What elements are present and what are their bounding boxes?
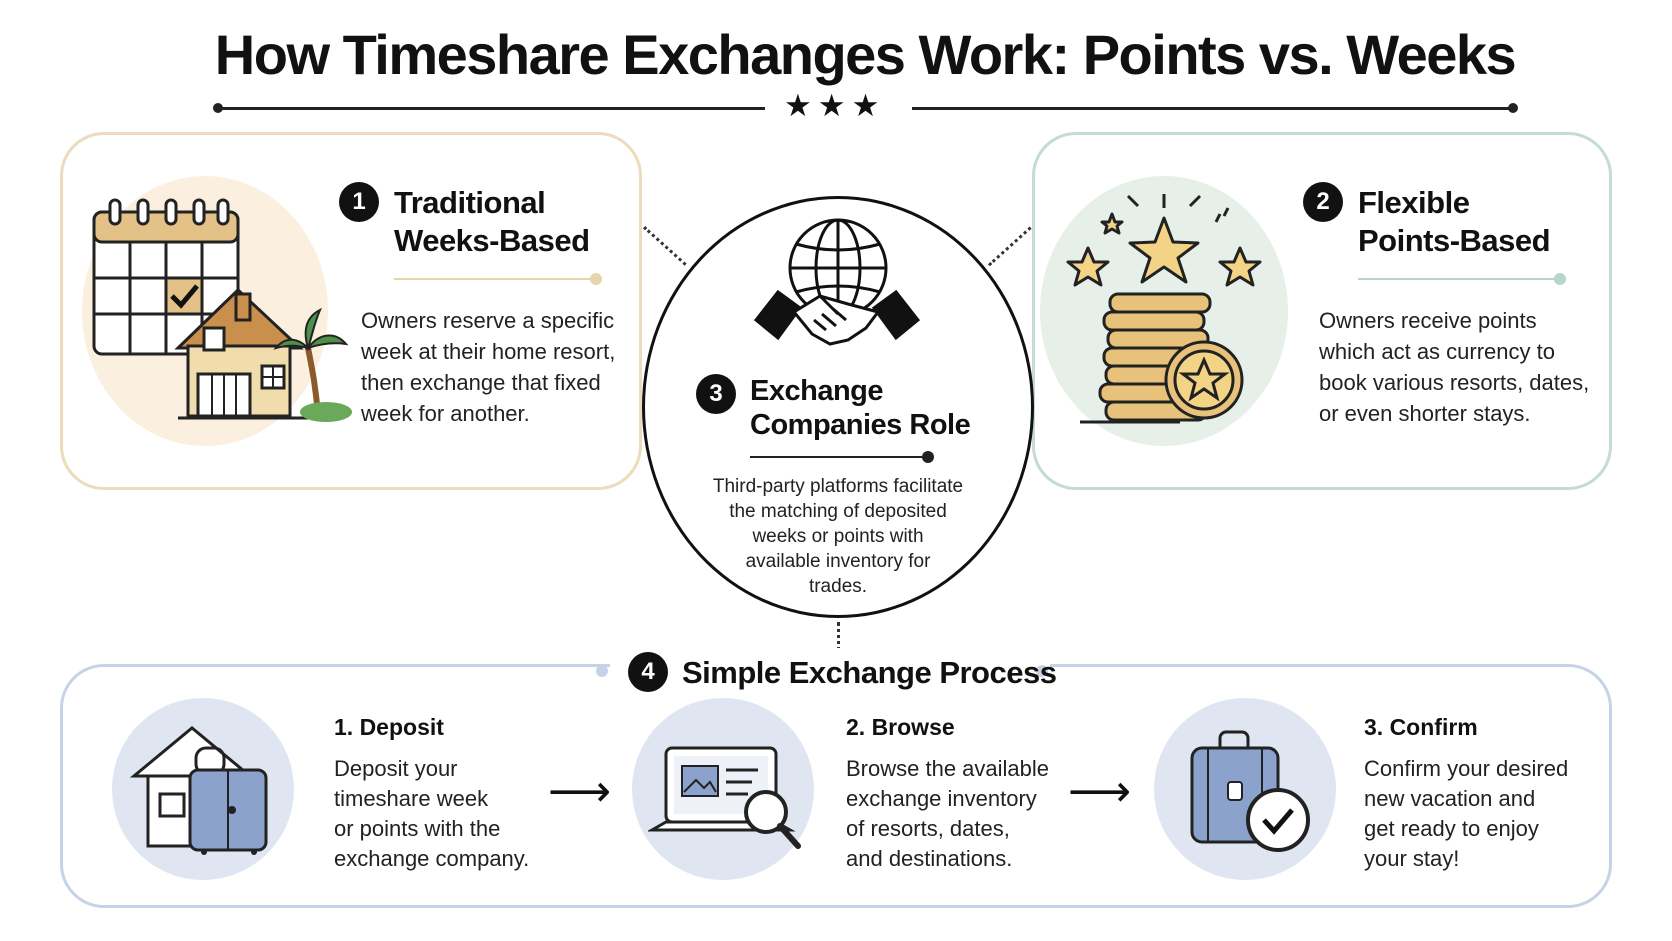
calendar-house-icon [92, 198, 352, 422]
step-number-badge-4: 4 [628, 652, 668, 692]
exchange-heading: Exchange Companies Role [750, 374, 971, 442]
globe-handshake-icon [754, 218, 920, 346]
points-description-line: Owners receive points [1319, 308, 1537, 333]
process-heading-backdrop [610, 648, 1050, 692]
weeks-description-line: week at their home resort, [361, 339, 616, 364]
title-rule-right-end [1508, 103, 1518, 113]
title-rule-left [218, 107, 765, 110]
exchange-divider-dot [922, 451, 934, 463]
arrow-right-icon: ⟶ [548, 767, 612, 816]
weeks-heading-line2: Weeks-Based [394, 223, 590, 258]
points-heading: Flexible Points-Based [1358, 184, 1551, 260]
exchange-heading-line1: Exchange [750, 375, 884, 407]
points-description-line: which act as currency to [1319, 339, 1555, 364]
exchange-description-line: weeks or points with [752, 526, 924, 547]
connector-exchange-points [988, 226, 1032, 267]
handshake-icon [754, 289, 920, 346]
calendar-icon [92, 198, 240, 356]
points-description: Owners receive points which act as curre… [1319, 305, 1589, 429]
weeks-description: Owners reserve a specific week at their … [361, 305, 615, 429]
stars-coins-icon [1066, 194, 1262, 424]
exchange-description: Third-party platforms facilitate the mat… [680, 474, 996, 599]
step-3-description-line: new vacation and [1364, 786, 1536, 811]
exchange-description-line: available inventory for [745, 551, 931, 572]
weeks-divider-dot [590, 273, 602, 285]
luggage-check-icon [1190, 730, 1310, 852]
points-divider-dot [1554, 273, 1566, 285]
process-heading-dot-left [596, 665, 608, 677]
step-2-title: 2. Browse [846, 714, 955, 740]
laptop-search-icon [648, 746, 801, 849]
exchange-heading-line2: Companies Role [750, 409, 971, 441]
palm-tree-icon [273, 307, 352, 422]
points-heading-line1: Flexible [1358, 185, 1470, 220]
points-divider [1358, 278, 1558, 280]
weeks-heading-line1: Traditional [394, 185, 546, 220]
step-3-description: Confirm your desired new vacation and ge… [1364, 754, 1568, 874]
connector-weeks-exchange [642, 226, 687, 266]
coin-stack-icon [1098, 292, 1244, 422]
exchange-description-line: the matching of deposited [729, 501, 947, 522]
step-2-description-line: exchange inventory [846, 786, 1037, 811]
weeks-divider [394, 278, 594, 280]
arrow-right-icon: ⟶ [1068, 767, 1132, 816]
step-1-description-line: Deposit your [334, 756, 458, 781]
step-2-description-line: and destinations. [846, 846, 1013, 871]
connector-exchange-process [837, 622, 840, 664]
step-1-description-line: timeshare week [334, 786, 489, 811]
step-1-description: Deposit your timeshare week or points wi… [334, 754, 529, 874]
step-3-title: 3. Confirm [1364, 714, 1478, 740]
step-3-description-line: your stay! [1364, 846, 1460, 871]
exchange-description-line: Third-party platforms facilitate [712, 476, 964, 497]
house-icon [174, 287, 316, 420]
step-2-description: Browse the available exchange inventory … [846, 754, 1049, 874]
weeks-heading: Traditional Weeks-Based [394, 184, 590, 260]
house-luggage-icon [130, 726, 268, 855]
title-rule-right [912, 107, 1512, 110]
step-2-description-line: of resorts, dates, [846, 816, 1010, 841]
step-1-title: 1. Deposit [334, 714, 444, 740]
step-number-badge-2: 2 [1303, 182, 1343, 222]
process-heading-dot-right [1036, 665, 1048, 677]
step-1-description-line: exchange company. [334, 846, 530, 871]
exchange-divider [750, 456, 926, 458]
stars-icon [1066, 212, 1262, 287]
title-stars-icon: ★★★ [784, 88, 886, 123]
process-heading: Simple Exchange Process [682, 655, 1057, 690]
page-title: How Timeshare Exchanges Work: Points vs.… [214, 23, 1517, 86]
step-3-description-line: Confirm your desired [1364, 756, 1569, 781]
step-1-description-line: or points with the [334, 816, 501, 841]
weeks-description-line: Owners reserve a specific [361, 308, 615, 333]
points-description-line: or even shorter stays. [1319, 401, 1531, 426]
step-number-badge-3: 3 [696, 374, 736, 414]
points-description-line: book various resorts, dates, [1319, 370, 1590, 395]
points-heading-line2: Points-Based [1358, 223, 1551, 258]
weeks-description-line: week for another. [361, 401, 530, 426]
exchange-description-line: trades. [808, 576, 868, 597]
weeks-description-line: then exchange that fixed [361, 370, 601, 395]
step-2-description-line: Browse the available [846, 756, 1050, 781]
step-number-badge-1: 1 [339, 182, 379, 222]
step-3-description-line: get ready to enjoy [1364, 816, 1539, 841]
